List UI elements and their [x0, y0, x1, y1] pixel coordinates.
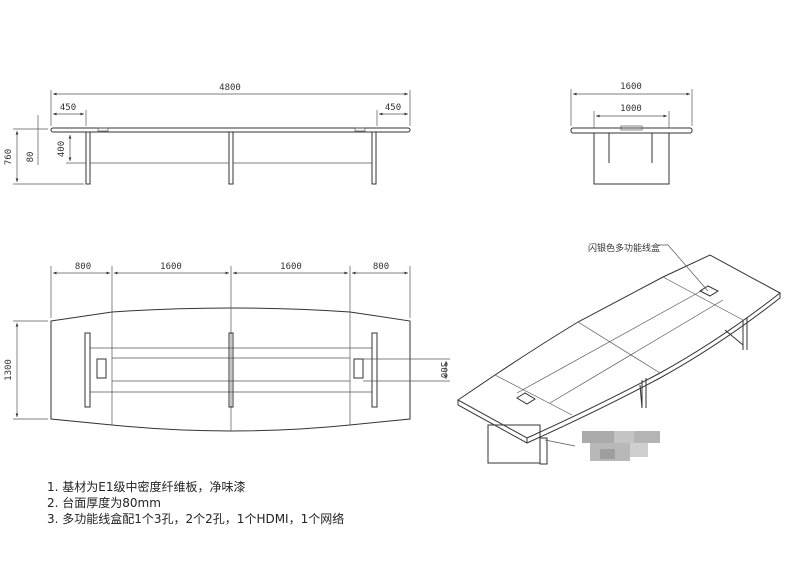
- dim-80: 80: [26, 152, 36, 163]
- dim-760: 760: [4, 149, 14, 165]
- dim-1600-right: 1600: [280, 262, 302, 272]
- dim-300: 300: [438, 362, 448, 378]
- dim-450-left: 450: [60, 103, 76, 113]
- dim-450-right: 450: [385, 103, 401, 113]
- isometric-view: 闪银色多功能线盒: [457, 242, 781, 465]
- blurred-label: [544, 431, 660, 461]
- front-view: 4800 450 450 760 80 400: [4, 83, 411, 185]
- dim-800-left: 800: [75, 262, 91, 272]
- dim-4800: 4800: [219, 83, 241, 93]
- plan-view: 300 800 1600 1600 800 1300: [4, 262, 450, 432]
- dim-400: 400: [57, 141, 67, 157]
- dim-800-right: 800: [373, 262, 389, 272]
- dim-1600-left: 1600: [160, 262, 182, 272]
- note-2: 2. 台面厚度为80mm: [47, 496, 161, 510]
- dim-1600-side: 1600: [620, 82, 642, 92]
- dim-1000: 1000: [620, 104, 642, 114]
- side-view: 1600 1000: [570, 82, 693, 185]
- note-1: 1. 基材为E1级中密度纤维板，净味漆: [47, 480, 246, 494]
- note-3: 3. 多功能线盒配1个3孔，2个2孔，1个HDMI，1个网络: [47, 512, 345, 526]
- dim-1300: 1300: [4, 359, 14, 381]
- cable-box-callout: 闪银色多功能线盒: [588, 242, 660, 254]
